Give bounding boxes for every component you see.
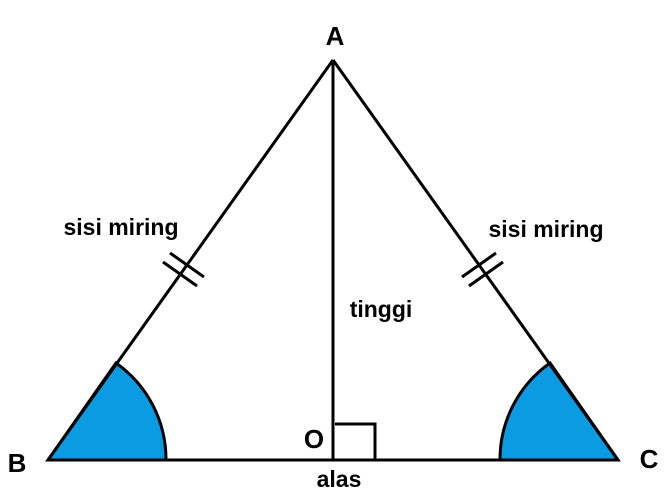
vertex-label-c: C bbox=[640, 444, 659, 474]
tick-ab-1 bbox=[162, 260, 198, 288]
right-angle-marker bbox=[335, 422, 377, 460]
vertex-label-b: B bbox=[8, 448, 27, 478]
vertex-label-a: A bbox=[326, 21, 345, 51]
label-base: alas bbox=[317, 466, 362, 492]
tick-ab-2 bbox=[169, 251, 205, 279]
label-right-side: sisi miring bbox=[488, 216, 603, 242]
angle-marker-b bbox=[45, 360, 168, 462]
label-left-side: sisi miring bbox=[63, 214, 178, 240]
side-ac bbox=[331, 59, 620, 461]
vertex-label-o: O bbox=[304, 424, 324, 454]
side-ab bbox=[46, 59, 335, 461]
angle-marker-c bbox=[498, 360, 621, 462]
tick-ac-2 bbox=[461, 251, 497, 279]
label-height: tinggi bbox=[350, 296, 413, 322]
tick-ac-1 bbox=[468, 260, 504, 288]
